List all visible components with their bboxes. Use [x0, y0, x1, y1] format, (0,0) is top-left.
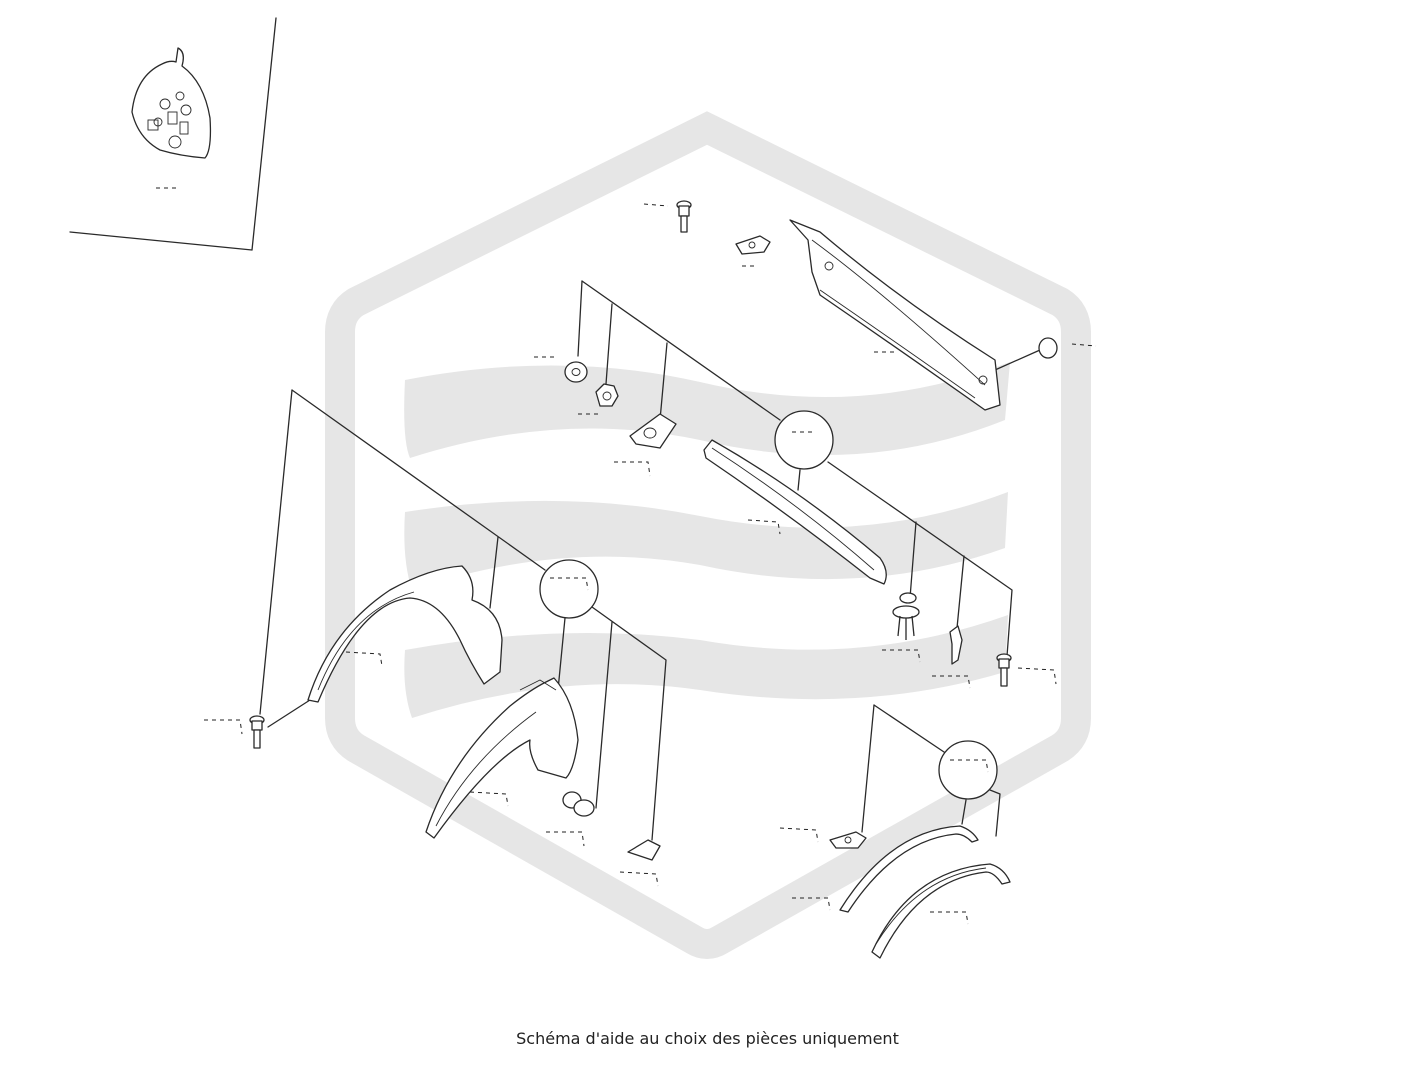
round-cap[interactable] [1038, 337, 1097, 359]
hotspot-circle-3[interactable] [938, 740, 998, 800]
clip-plate-top[interactable] [735, 235, 771, 267]
clip-bottom[interactable] [619, 839, 661, 887]
push-rivet-bottom[interactable] [546, 791, 595, 847]
upper-trim-bar[interactable] [789, 219, 1001, 411]
arch-strip-upper[interactable] [792, 825, 979, 913]
hardware-kit-bag[interactable] [131, 47, 212, 189]
leader-lines [259, 280, 1041, 841]
spring-clip-right[interactable] [932, 625, 971, 689]
screw-left[interactable] [204, 715, 265, 749]
washer[interactable] [534, 356, 588, 383]
push-rivet-right[interactable] [882, 592, 921, 663]
hotspot-circle-2[interactable] [539, 559, 599, 619]
nut[interactable] [578, 383, 619, 415]
wheel-arch-rear[interactable] [307, 565, 503, 703]
trim-strip[interactable] [703, 439, 887, 585]
screw-top[interactable] [643, 200, 692, 233]
kit-frame [69, 17, 277, 251]
arch-strip-lower[interactable] [871, 863, 1011, 959]
clip-nut[interactable] [614, 413, 677, 477]
hotspot-circle-1[interactable] [774, 410, 834, 470]
screw-right[interactable] [996, 653, 1057, 687]
diagram-caption: Schéma d'aide au choix des pièces unique… [516, 1029, 899, 1048]
watermark-logo [325, 111, 1091, 959]
wheel-arch-front[interactable] [425, 677, 579, 839]
clip-plate-bottom[interactable] [779, 827, 867, 849]
